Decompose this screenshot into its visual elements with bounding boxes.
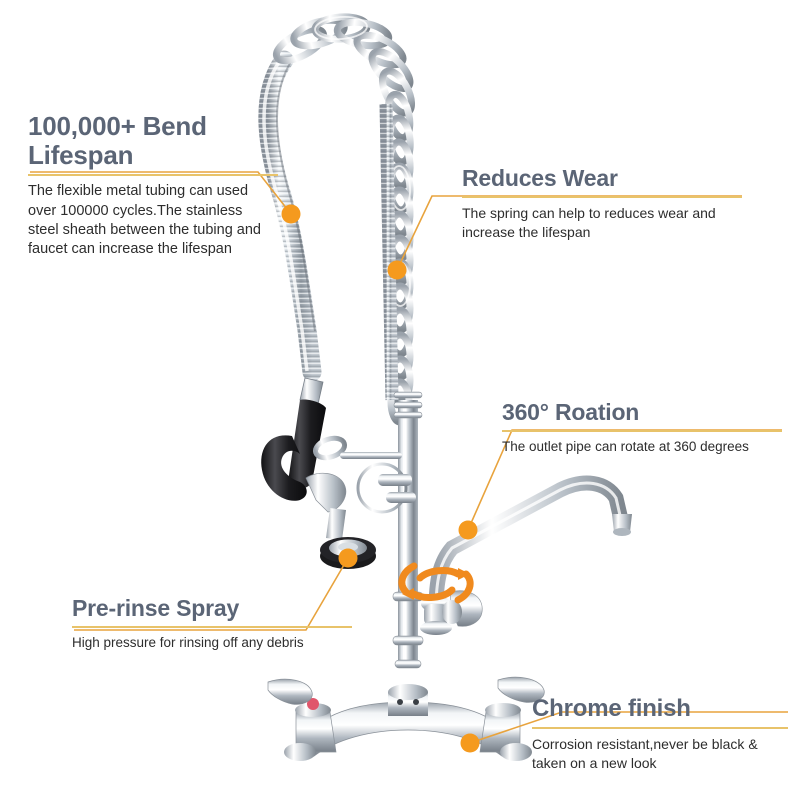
callout-chrome-finish: Chrome finish Corrosion resistant,never … [532,695,788,772]
support-bracket [340,452,416,514]
spray-head [261,377,376,569]
add-on-swing-spout [420,475,632,635]
callout-reduces-wear: Reduces Wear The spring can help to redu… [462,165,742,241]
callout-rule-pre-rinse-spray [72,625,352,628]
rotate-360-arrow-icon [398,562,474,604]
callout-rule-rotation [502,429,782,432]
leader-line-pre-rinse-spray [74,557,349,631]
rotate-360-arrow-heads [402,568,470,600]
callout-title-pre-rinse-spray: Pre-rinse Spray [72,595,240,621]
callout-body-rotation: The outlet pipe can rotate at 360 degree… [502,438,749,454]
callout-body-chrome-finish: Corrosion resistant,never be black & tak… [532,735,758,771]
callout-pre-rinse-spray: Pre-rinse Spray High pressure for rinsin… [72,595,352,652]
callout-title-bend-lifespan: 100,000+ Bend Lifespan [28,111,207,171]
hot-valve [479,676,545,753]
leader-line-chrome-finish [469,711,788,744]
callout-body-pre-rinse-spray: High pressure for rinsing off any debris [72,634,304,650]
callout-marker-dot-icon-wear [387,260,407,280]
callout-title-reduces-wear: Reduces Wear [462,165,618,191]
callout-rotation: 360° Roation The outlet pipe can rotate … [502,399,782,456]
cold-valve [267,678,337,753]
callout-title-chrome-finish: Chrome finish [532,695,691,722]
leader-line-bend-lifespan [30,171,292,215]
callout-rule-bend-lifespan [28,174,278,177]
callout-body-bend-lifespan: The flexible metal tubing can used over … [28,183,261,258]
callout-rule-chrome-finish [532,726,788,729]
callout-bend-lifespan: 100,000+ Bend Lifespan The flexible meta… [28,111,278,260]
callout-body-reduces-wear: The spring can help to reduces wear and … [462,204,716,240]
callout-marker-dot-icon-bend [281,204,301,224]
hose-inside-spring [379,103,399,401]
callout-title-rotation: 360° Roation [502,399,640,425]
callout-rule-reduces-wear [462,195,742,198]
riser-pipe [340,391,424,669]
callout-marker-dot-icon-spray [338,548,358,568]
callout-marker-dot-icon-chrome [460,733,480,753]
wall-mount-base [267,676,545,761]
callout-marker-dot-icon-rotation [458,520,478,540]
